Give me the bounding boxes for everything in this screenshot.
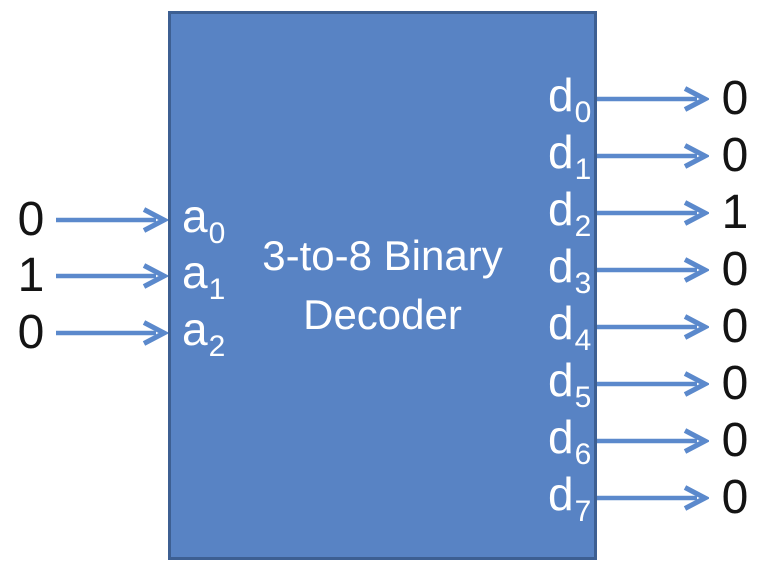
port-letter: d <box>548 69 574 121</box>
port-subscript: 0 <box>574 96 592 129</box>
port-letter: d <box>548 354 574 406</box>
output-row-d4: d4 0 <box>540 297 768 357</box>
arrow-right-icon <box>56 207 168 233</box>
output-d4-value: 0 <box>721 300 749 353</box>
port-subscript: 1 <box>574 153 592 186</box>
port-subscript: 2 <box>208 330 226 363</box>
output-d7-label: d7 <box>548 466 591 529</box>
output-d3-value: 0 <box>721 243 749 296</box>
output-d1-value: 0 <box>721 129 749 182</box>
output-d5-label: d5 <box>548 352 591 415</box>
output-d7-value: 0 <box>721 471 749 524</box>
decoder-title: 3-to-8 Binary Decoder <box>168 226 597 344</box>
output-row-d3: d3 0 <box>540 240 768 300</box>
decoder-title-line2: Decoder <box>303 291 462 338</box>
output-row-d0: d0 0 <box>540 69 768 129</box>
input-a2-label: a2 <box>182 301 225 364</box>
output-d2-label: d2 <box>548 181 591 244</box>
port-letter: d <box>548 240 574 292</box>
output-row-d5: d5 0 <box>540 354 768 414</box>
arrow-right-icon <box>597 314 709 340</box>
port-letter: d <box>548 297 574 349</box>
output-d0-value: 0 <box>721 72 749 125</box>
input-row-a1: 1 a1 <box>0 246 260 306</box>
arrow-right-icon <box>597 371 709 397</box>
input-a1-label: a1 <box>182 244 225 307</box>
port-letter: a <box>182 246 208 298</box>
output-row-d1: d1 0 <box>540 126 768 186</box>
port-subscript: 5 <box>574 381 592 414</box>
input-a2-value: 0 <box>17 306 45 359</box>
arrow-right-icon <box>56 263 168 289</box>
input-a1-value: 1 <box>17 249 45 302</box>
port-subscript: 2 <box>574 210 592 243</box>
arrow-right-icon <box>597 257 709 283</box>
output-d2-value: 1 <box>721 186 749 239</box>
decoder-box <box>168 11 597 560</box>
port-letter: a <box>182 303 208 355</box>
arrow-right-icon <box>597 200 709 226</box>
port-letter: d <box>548 126 574 178</box>
output-row-d2: d2 1 <box>540 183 768 243</box>
port-subscript: 4 <box>574 324 592 357</box>
port-letter: d <box>548 468 574 520</box>
output-d6-label: d6 <box>548 409 591 472</box>
output-row-d6: d6 0 <box>540 411 768 471</box>
port-subscript: 3 <box>574 267 592 300</box>
arrow-right-icon <box>597 485 709 511</box>
output-d4-label: d4 <box>548 295 591 358</box>
arrow-right-icon <box>597 86 709 112</box>
arrow-right-icon <box>597 428 709 454</box>
input-a0-value: 0 <box>17 193 45 246</box>
output-row-d7: d7 0 <box>540 468 768 528</box>
output-d0-label: d0 <box>548 67 591 130</box>
output-d3-label: d3 <box>548 238 591 301</box>
input-row-a2: 0 a2 <box>0 303 260 363</box>
input-a0-label: a0 <box>182 188 225 251</box>
port-letter: a <box>182 190 208 242</box>
port-subscript: 0 <box>208 217 226 250</box>
port-letter: d <box>548 183 574 235</box>
port-subscript: 7 <box>574 495 592 528</box>
output-d1-label: d1 <box>548 124 591 187</box>
port-subscript: 1 <box>208 273 226 306</box>
output-d5-value: 0 <box>721 357 749 410</box>
arrow-right-icon <box>597 143 709 169</box>
arrow-right-icon <box>56 320 168 346</box>
decoder-title-line1: 3-to-8 Binary <box>262 232 503 279</box>
input-row-a0: 0 a0 <box>0 190 260 250</box>
port-subscript: 6 <box>574 438 592 471</box>
port-letter: d <box>548 411 574 463</box>
output-d6-value: 0 <box>721 414 749 467</box>
